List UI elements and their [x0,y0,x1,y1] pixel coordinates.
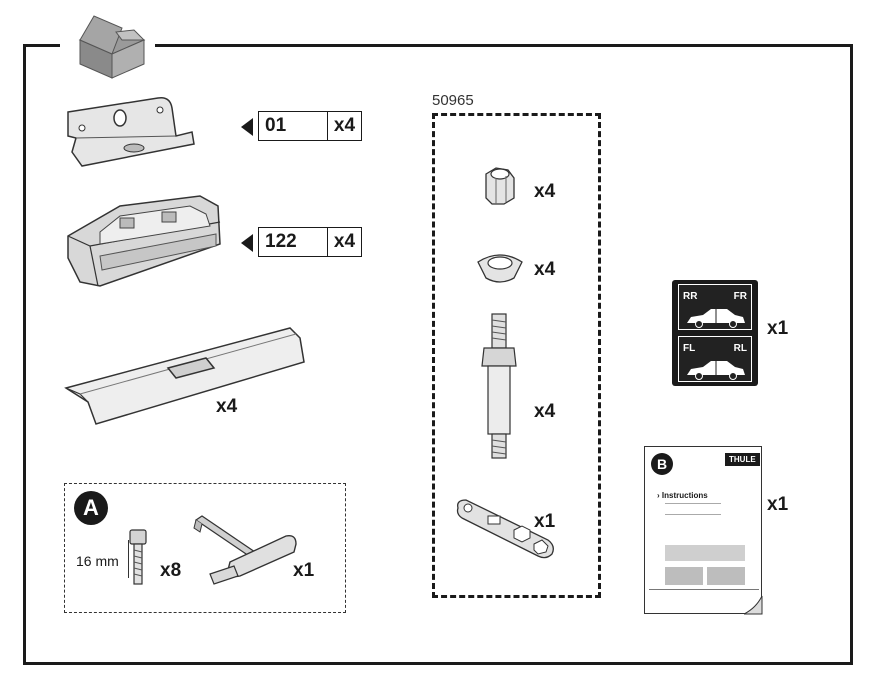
sticker-rear: RR FR [678,284,752,330]
box-icon [78,15,146,79]
nut-image [485,167,515,205]
instructions-heading: › Instructions [657,491,708,500]
pointer-arrow-icon [241,118,253,136]
sticker-qty: x1 [767,318,789,339]
sticker-label-rr: RR [683,291,698,302]
table-block [665,545,745,561]
instructions-qty: x1 [767,494,789,515]
table-block [707,567,745,585]
cover-plate-image [64,327,305,425]
stud-image [481,313,517,459]
sticker-label-rl: RL [733,343,747,354]
washer-image [477,254,523,283]
table-block [665,567,703,585]
pointer-arrow-icon [241,234,253,252]
kit-a-badge: A [74,491,108,525]
wrench-qty: x1 [293,560,315,581]
bolt-dimension-line [128,540,131,578]
instructions-heading-text: Instructions [661,491,708,500]
hex-wrench-image [193,515,297,585]
foot-pad-image [67,96,195,167]
foot-label: 122 x4 [258,227,362,257]
instructions-badge: B [651,453,673,475]
car-icon [687,359,745,381]
foot-code: 122 [259,228,328,256]
car-icon [687,307,745,329]
bolt-length-label: 16 mm [76,553,119,569]
sticker-label-fl: FL [683,343,696,354]
page-curl-icon [744,595,763,615]
foot-image [67,195,221,287]
kit-50965-title: 50965 [432,92,474,109]
kit-a-box [64,483,346,613]
washer-qty: x4 [534,259,556,280]
foot-qty: x4 [333,231,356,252]
foot-pad-qty: x4 [333,115,356,136]
instructions-booklet: B THULE › Instructions [644,446,762,614]
foot-pad-label: 01 x4 [258,111,362,141]
stud-qty: x4 [534,401,556,422]
footer-rule [649,589,759,590]
bolt-qty: x8 [160,560,182,581]
sticker-front: FL RL [678,336,752,382]
kit-50965-box [432,113,601,598]
text-lines [665,503,721,515]
brand-logo: THULE [725,453,760,466]
sticker-label-fr: FR [733,291,747,302]
spanner-tool-image [456,499,554,559]
position-sticker-sheet: RR FR FL RL [672,280,758,386]
parts-frame [23,44,853,665]
spanner-tool-qty: x1 [534,511,556,532]
cover-plate-qty: x4 [216,396,238,417]
foot-pad-code: 01 [259,112,328,140]
nut-qty: x4 [534,181,556,202]
bolt-image [129,529,147,585]
